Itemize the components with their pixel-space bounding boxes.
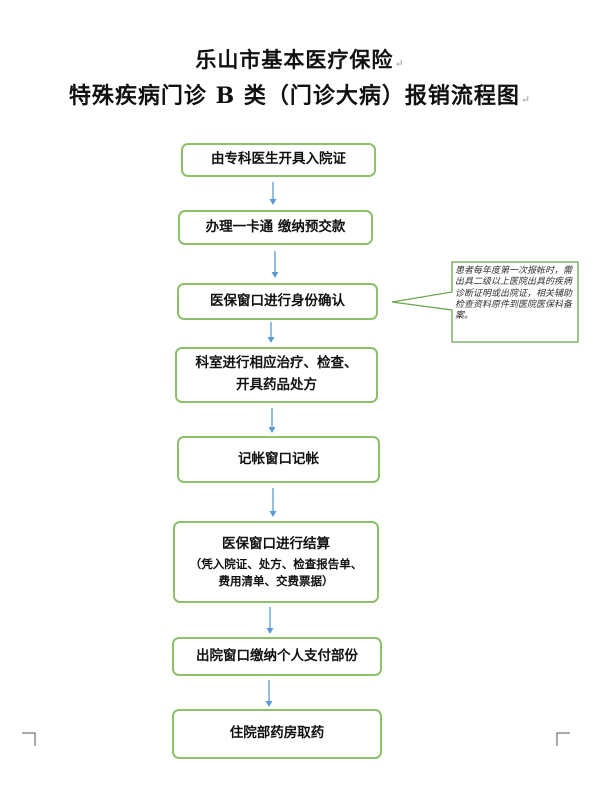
page-corner-mark-icon — [22, 732, 36, 746]
step-label: 办理一卡通 缴纳预交款 — [205, 218, 346, 235]
flow-arrow — [270, 251, 280, 279]
step-pay-personal-portion: 出院窗口缴纳个人支付部份 — [172, 637, 382, 676]
step-note-line-2: 费用清单、交费票据） — [218, 573, 334, 588]
step-note-line-1: （凭入院证、处方、检查报告单、 — [189, 556, 363, 571]
step-label: 记帐窗口记帐 — [238, 450, 319, 467]
paragraph-mark-icon: ↵ — [394, 57, 405, 70]
flow-arrow — [266, 322, 276, 344]
step-accounting-window: 记帐窗口记帐 — [177, 436, 380, 483]
flow-arrow — [264, 680, 274, 708]
title-line-2: 特殊疾病门诊 B 类（门诊大病）报销流程图 — [68, 83, 520, 109]
step-settlement: 医保窗口进行结算 （凭入院证、处方、检查报告单、 费用清单、交费票据） — [173, 521, 379, 603]
callout-note-text: 患者每年度第一次报帐时，需出具二级以上医院出具的疾病诊断证明或出院证，相关辅助检… — [455, 266, 573, 321]
flow-arrow — [268, 182, 278, 206]
step-pharmacy-pickup: 住院部药房取药 — [172, 709, 382, 759]
step-label: 住院部药房取药 — [229, 725, 325, 742]
paragraph-mark-icon: ↵ — [520, 93, 532, 106]
flow-arrow — [265, 607, 275, 635]
step-identity-confirmation: 医保窗口进行身份确认 — [177, 283, 378, 320]
step-label-line-1: 科室进行相应治疗、检查、 — [195, 355, 358, 372]
step-label: 医保窗口进行结算 — [222, 535, 330, 552]
page-corner-mark-icon — [556, 732, 570, 746]
step-label: 出院窗口缴纳个人支付部份 — [196, 647, 358, 664]
title-line-1: 乐山市基本医疗保险 — [195, 47, 394, 72]
step-label: 由专科医生开具入院证 — [211, 151, 346, 168]
step-treatment-and-prescription: 科室进行相应治疗、检查、 开具药品处方 — [175, 347, 378, 403]
step-issue-admission-certificate: 由专科医生开具入院证 — [181, 143, 376, 177]
step-card-and-deposit: 办理一卡通 缴纳预交款 — [178, 210, 373, 245]
flow-arrow — [268, 488, 278, 518]
flow-arrow — [267, 408, 277, 434]
step-label-line-2: 开具药品处方 — [236, 377, 317, 393]
step-label: 医保窗口进行身份确认 — [210, 292, 345, 309]
